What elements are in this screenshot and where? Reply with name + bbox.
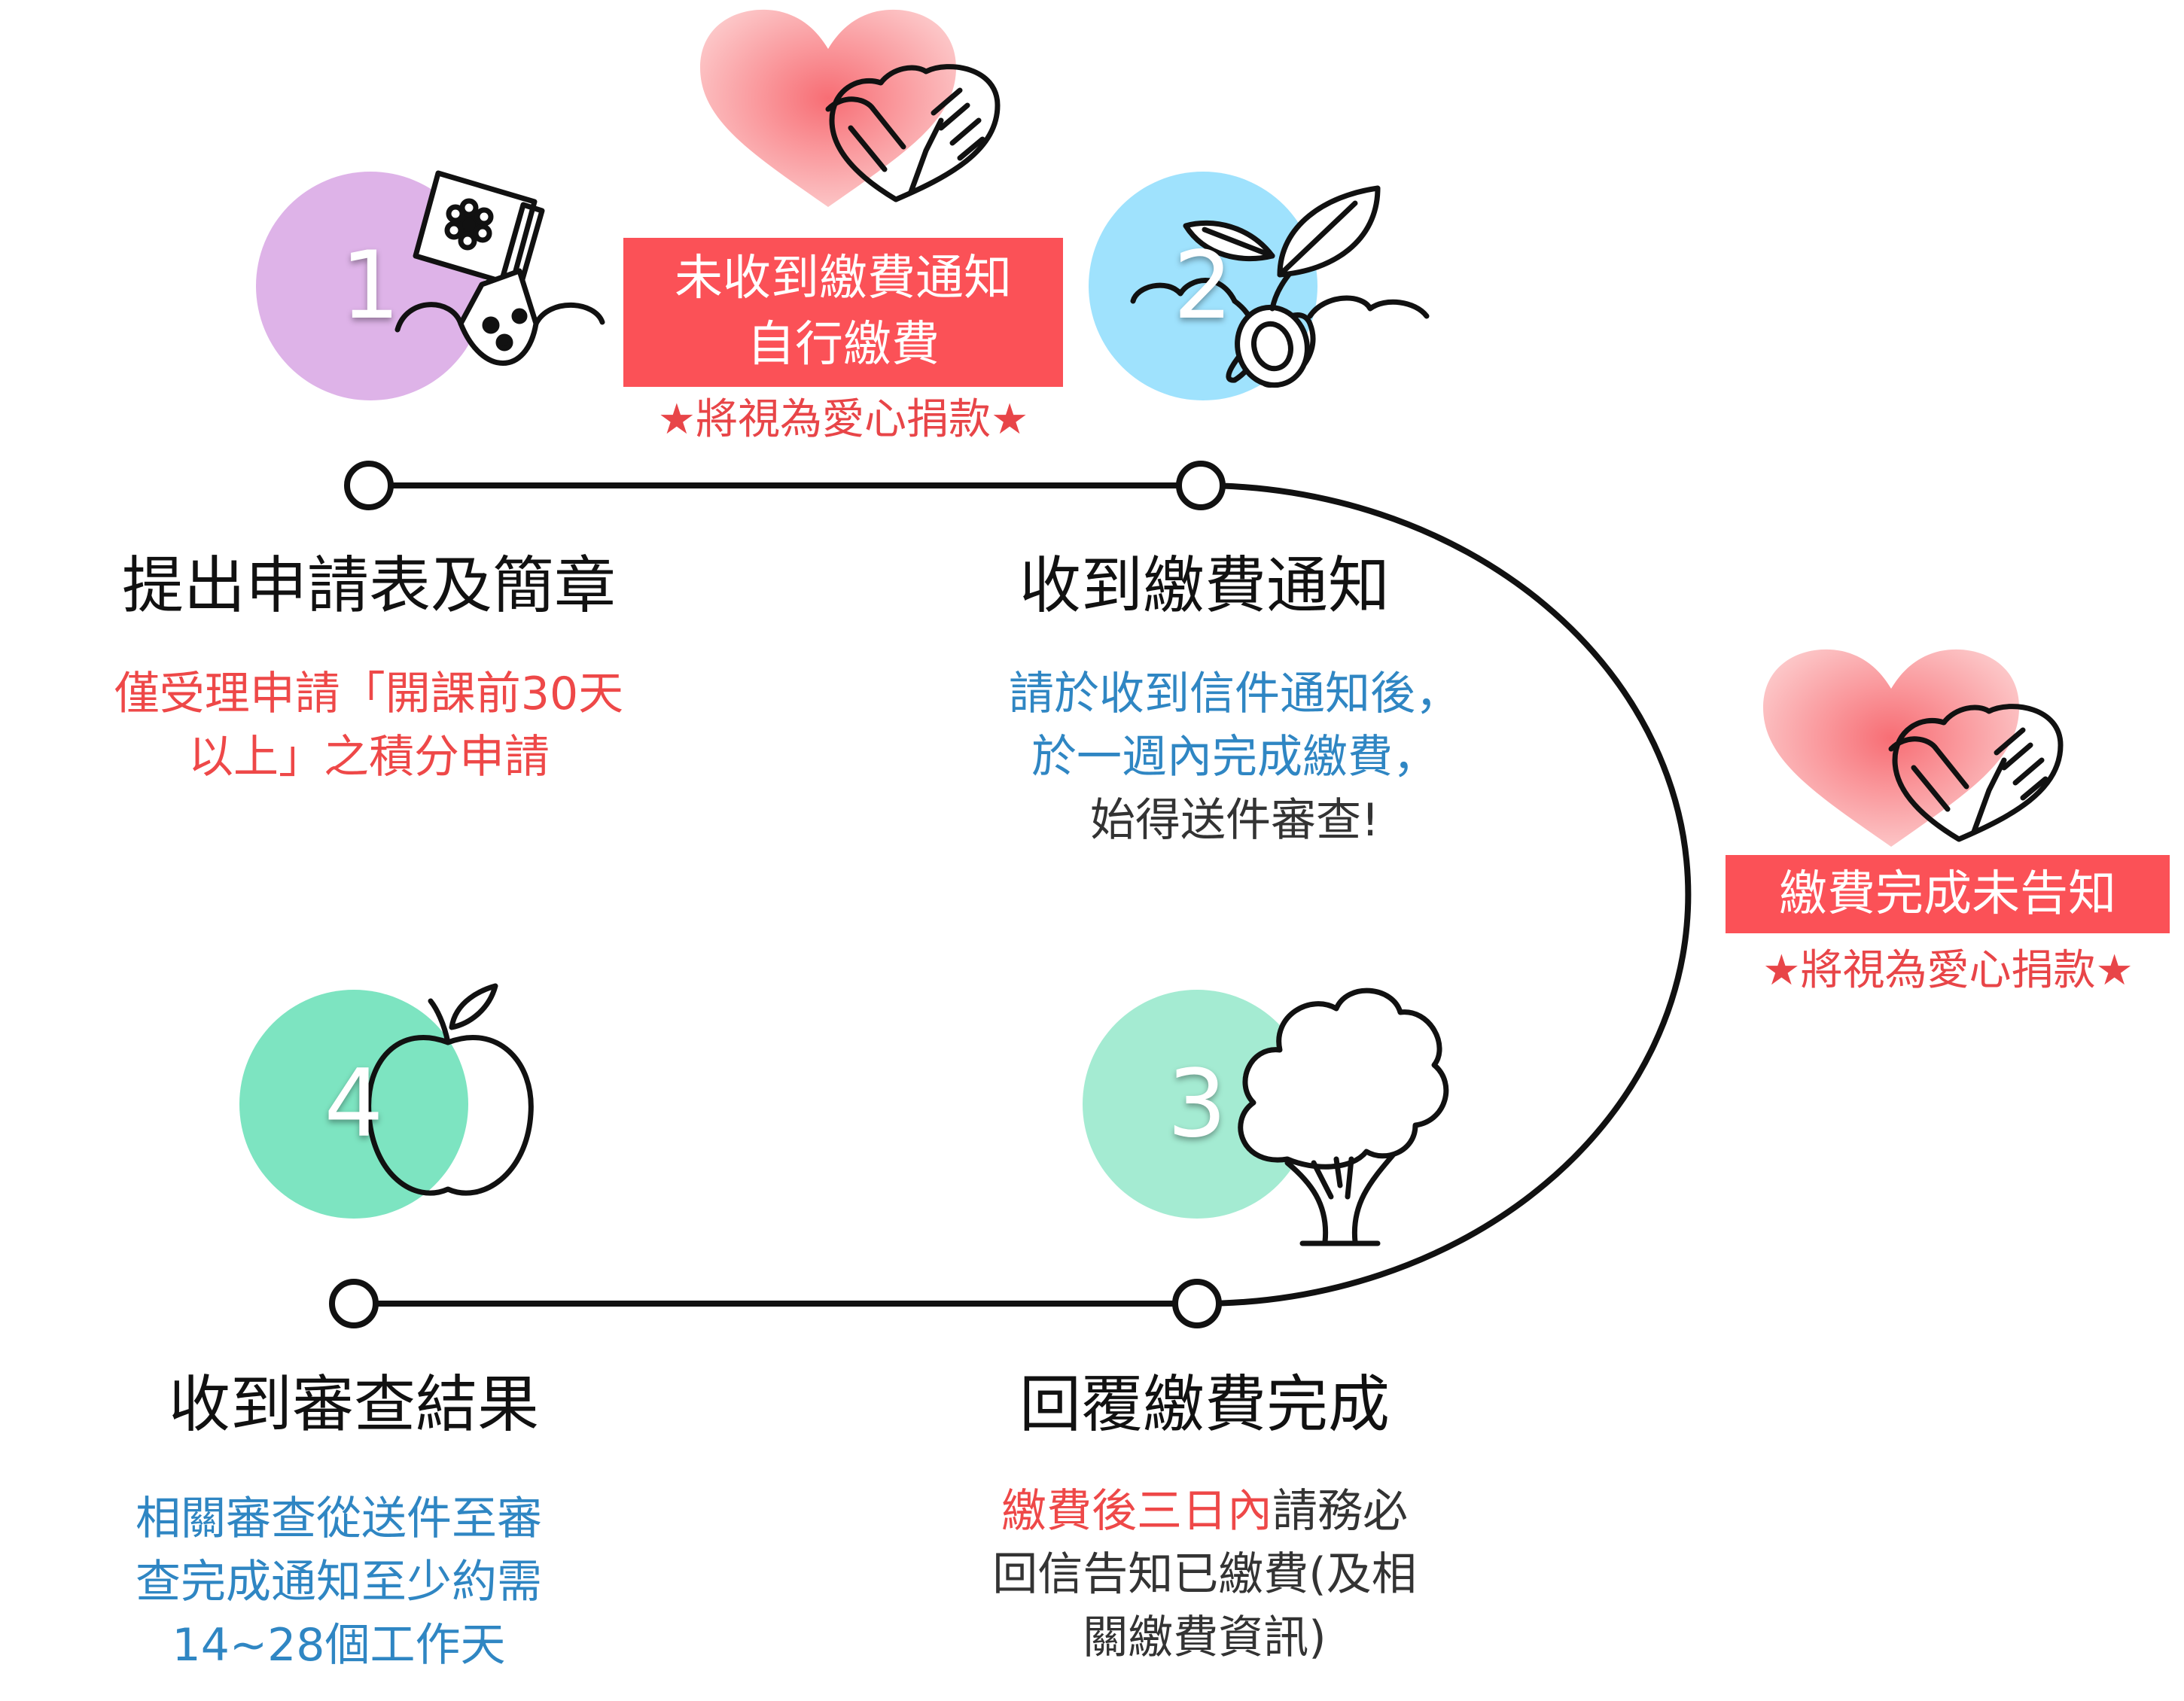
- step-1-desc-line: 僅受理申請「開課前30天: [114, 668, 624, 720]
- payment-unreported-box: 繳費完成未告知: [1726, 855, 2170, 933]
- step-2-title: 收到繳費通知: [1019, 550, 1390, 622]
- timeline-node-3: [1172, 1279, 1222, 1328]
- step-1-description: 僅受理申請「開課前30天 以上」之積分申請: [30, 662, 708, 789]
- apple-icon: [366, 983, 534, 1196]
- step-2-number: 2: [1173, 232, 1233, 340]
- step-3-circle: [1083, 990, 1311, 1219]
- step-3-desc-line: 關繳費資訊): [1083, 1611, 1327, 1664]
- step-3-title: 回覆繳費完成: [1019, 1369, 1390, 1441]
- step-3-number: 3: [1167, 1050, 1227, 1158]
- step-2-desc-line: 於一週內完成繳費，: [1031, 731, 1438, 784]
- timeline-track: [354, 482, 1692, 1307]
- payment-unreported-line: 繳費完成未告知: [1779, 866, 2116, 922]
- step-3-description: 繳費後三日內請務必 回信告知已繳費(及相 關繳費資訊): [903, 1480, 1506, 1669]
- seed-packet-icon: [394, 170, 605, 366]
- step-3-desc-rest: 請務必: [1272, 1485, 1408, 1538]
- unpaid-notice-line: 未收到繳費通知: [675, 251, 1012, 306]
- step-4-desc-line: 相關審查從送件至審: [136, 1493, 542, 1545]
- step-4-desc-line: 查完成通知至少約需: [136, 1556, 542, 1608]
- unpaid-notice-box: 未收到繳費通知 自行繳費: [623, 238, 1063, 387]
- timeline-node-2: [1176, 461, 1226, 510]
- step-4-description: 相關審查從送件至審 查完成通知至少約需 14~28個工作天: [38, 1487, 640, 1677]
- tree-icon: [1238, 987, 1449, 1246]
- step-4-title: 收到審查結果: [168, 1369, 539, 1441]
- step-4-number: 4: [324, 1050, 384, 1158]
- donation-note-side: ★將視為愛心捐款★: [1762, 946, 2134, 995]
- sprout-icon: [1130, 185, 1430, 388]
- heart-hands-icon-side: [1763, 649, 2064, 847]
- step-4-desc-line: 14~28個工作天: [172, 1619, 506, 1672]
- step-1-number: 1: [340, 232, 401, 340]
- unpaid-notice-line: 自行繳費: [747, 317, 940, 373]
- step-1-desc-line: 以上」之積分申請: [188, 731, 550, 784]
- step-3-desc-line: 回信告知已繳費(及相: [992, 1548, 1417, 1601]
- step-2-desc-line: 始得送件審查!: [1089, 794, 1380, 847]
- step-1-title: 提出申請表及簡章: [121, 550, 616, 622]
- donation-note-top: ★將視為愛心捐款★: [657, 395, 1029, 444]
- step-2-description: 請於收到信件通知後， 於一週內完成繳費， 始得送件審查!: [918, 662, 1551, 852]
- timeline-node-4: [329, 1279, 379, 1328]
- heart-hands-icon-top: [700, 9, 1001, 207]
- timeline-nodes: [329, 461, 1226, 1328]
- step-4-circle: [239, 990, 468, 1219]
- step-3-desc-first-line: 繳費後三日內請務必: [903, 1480, 1506, 1543]
- step-3-desc-highlight: 繳費後三日內: [1001, 1485, 1272, 1538]
- timeline-node-1: [344, 461, 394, 510]
- step-2-desc-line: 請於收到信件通知後，: [1009, 668, 1461, 720]
